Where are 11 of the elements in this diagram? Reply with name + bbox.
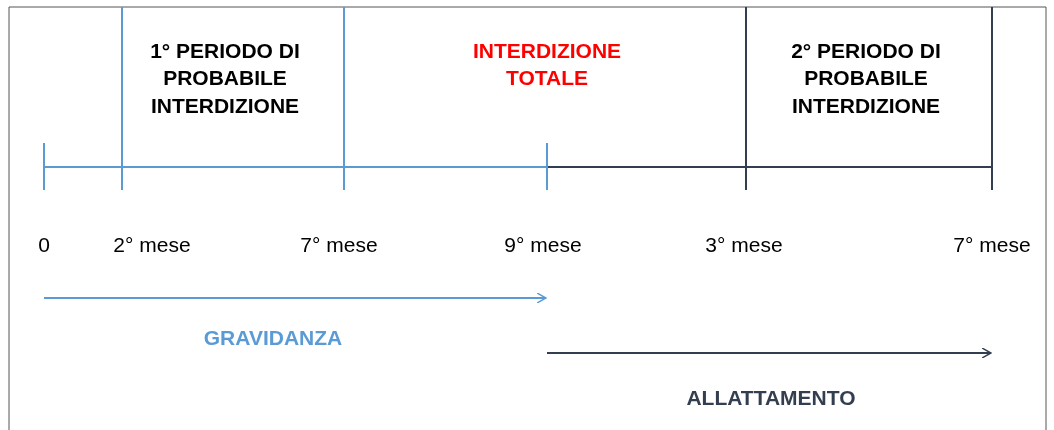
period-heading: INTERDIZIONE TOTALE	[471, 38, 623, 92]
tick-label: 7° mese	[300, 232, 378, 258]
tick-label: 2° mese	[113, 232, 191, 258]
arrow-label: ALLATTAMENTO	[686, 385, 856, 411]
period-heading: 1° PERIODO DI PROBABILE INTERDIZIONE	[149, 38, 301, 119]
arrow-label: GRAVIDANZA	[203, 325, 343, 351]
tick-label: 0	[38, 232, 50, 258]
tick-label: 3° mese	[705, 232, 783, 258]
period-heading: 2° PERIODO DI PROBABILE INTERDIZIONE	[790, 38, 942, 119]
tick-label: 9° mese	[504, 232, 582, 258]
tick-label: 7° mese	[953, 232, 1031, 258]
